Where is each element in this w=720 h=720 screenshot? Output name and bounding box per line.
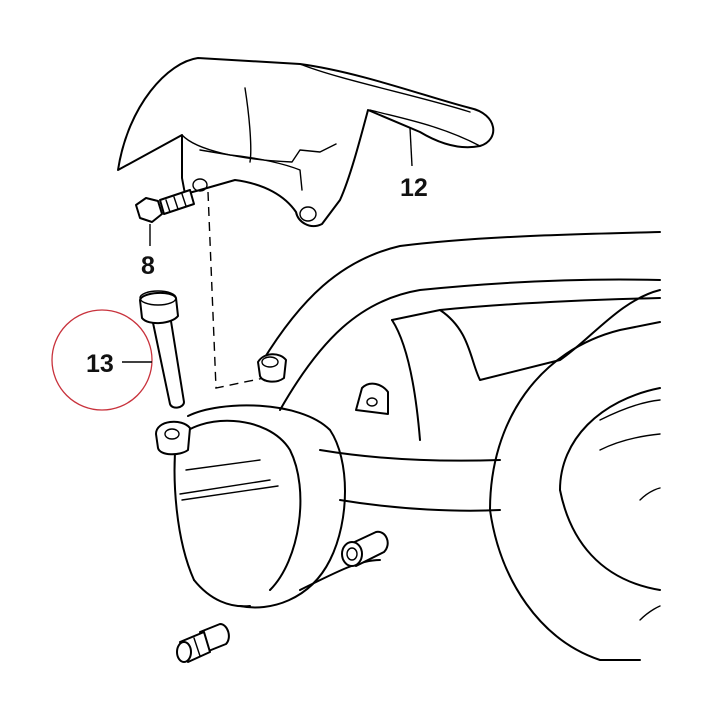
bushing[interactable] <box>341 530 389 567</box>
callout-8: 8 <box>141 252 155 280</box>
part-8-bolt[interactable] <box>135 189 195 223</box>
frame[interactable] <box>261 231 661 661</box>
highlight-circle-13 <box>51 309 153 411</box>
housing[interactable] <box>155 353 381 609</box>
assembly-line <box>207 191 265 389</box>
part-12-cover[interactable] <box>117 57 495 228</box>
grease-fitting[interactable] <box>176 623 230 663</box>
callout-12: 12 <box>400 174 428 202</box>
callout-13: 13 <box>86 350 114 378</box>
part-13-bolt[interactable] <box>139 290 185 409</box>
leader-12 <box>409 127 413 167</box>
